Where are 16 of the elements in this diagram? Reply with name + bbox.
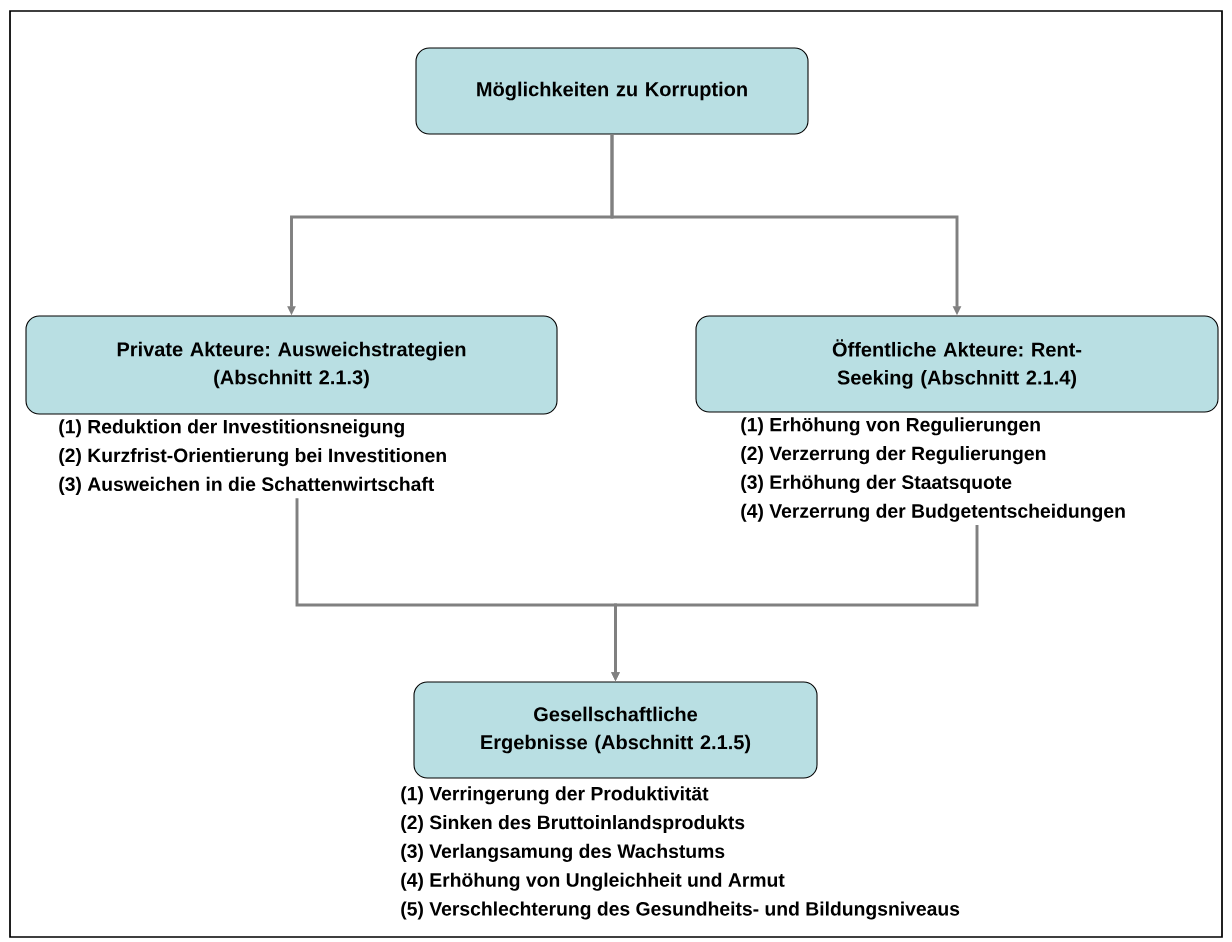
process-box: Gesellschaftliche Ergebnisse (Abschnitt 2.1.5): [413, 681, 818, 779]
list-item: (2) Sinken des Bruttoinlandsprodukts: [401, 815, 745, 834]
list-item: (3) Ausweichen in die Schattenwirtschaft: [59, 476, 435, 495]
list-item: (2) Verzerrung der Regulierungen: [741, 446, 1046, 465]
process-box: Möglichkeiten zu Korruption: [415, 47, 809, 135]
list-item: (1) Erhöhung von Regulierungen: [741, 417, 1040, 436]
process-box: Private Akteure: Ausweichstrategien (Abschnitt 2.1.3): [25, 315, 558, 415]
list-item: (3) Verlangsamung des Wachstums: [401, 843, 725, 862]
list-item: (1) Reduktion der Investitionsneigung: [59, 419, 404, 438]
list-item: (4) Erhöhung von Ungleichheit und Armut: [401, 872, 785, 891]
list-item: (5) Verschlechterung des Gesundheits- und Bildungsniveaus: [401, 901, 960, 920]
list-item: (4) Verzerrung der Budgetentscheidungen: [741, 503, 1125, 522]
list-item: (1) Verringerung der Produktivität: [401, 786, 709, 805]
process-box: Öffentliche Akteure: Rent-Seeking (Abschnitt 2.1.4): [695, 315, 1219, 413]
list-item: (2) Kurzfrist-Orientierung bei Investitionen: [59, 448, 446, 467]
list-item: (3) Erhöhung der Staatsquote: [741, 474, 1012, 493]
